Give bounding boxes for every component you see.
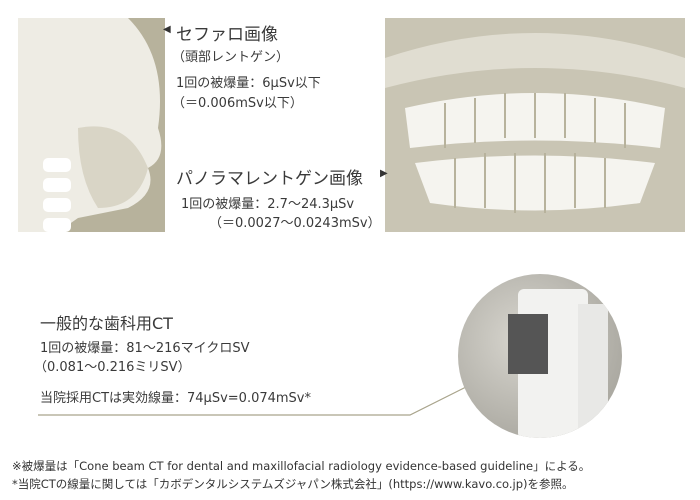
- teeth-illustration: [385, 33, 685, 213]
- ct-machine-photo: [458, 274, 622, 438]
- left-arrow-icon: ◀: [163, 24, 171, 35]
- skull-illustration: [18, 18, 162, 232]
- footnote-clinic: *当院CTの線量に関しては「カボデンタルシステムズジャパン株式会社」(https…: [12, 477, 574, 491]
- panorama-title: パノラマレントゲン画像: [176, 169, 363, 189]
- ct-title: 一般的な歯科用CT: [40, 314, 173, 333]
- panorama-dose-msv: （＝0.0027〜0.0243mSv）: [209, 216, 381, 231]
- right-arrow-icon: ▶: [380, 168, 388, 179]
- cephalo-dose: 1回の被爆量：6μSv以下: [176, 76, 321, 91]
- footnote-source: ※被爆量は「Cone beam CT for dental and maxill…: [12, 459, 591, 473]
- panorama-dose: 1回の被爆量：2.7〜24.3μSv: [181, 197, 355, 212]
- cephalo-dose-msv: （＝0.006mSv以下）: [172, 96, 303, 111]
- cephalo-title: セファロ画像: [176, 25, 278, 45]
- ct-dose: 1回の被爆量：81〜216マイクロSV: [40, 341, 250, 356]
- clinic-ct-dose: 当院採用CTは実効線量：74μSv=0.074mSv*: [40, 391, 311, 406]
- cephalo-xray-image: [18, 18, 165, 232]
- ct-dose-alt: （0.081〜0.216ミリSV）: [34, 360, 191, 375]
- panorama-xray-image: [385, 18, 685, 232]
- cephalo-subtitle: （頭部レントゲン）: [172, 50, 290, 65]
